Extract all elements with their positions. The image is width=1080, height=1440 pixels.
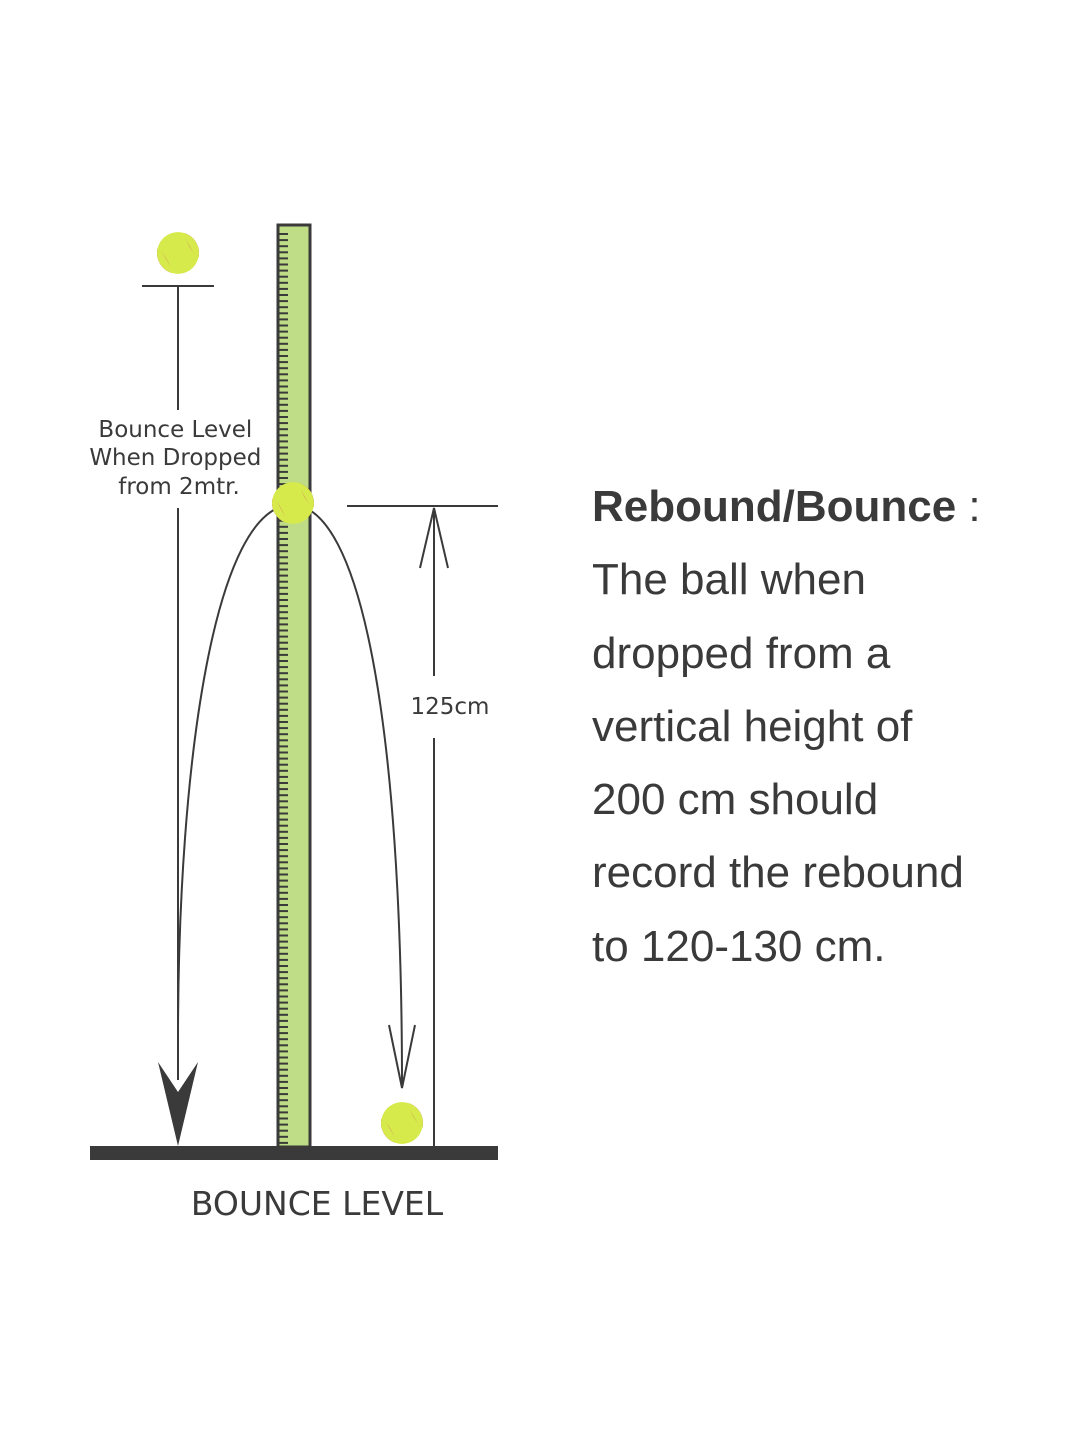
floor-bar xyxy=(90,1146,498,1160)
description-line: record the rebound xyxy=(592,848,964,898)
ruler-ticks xyxy=(279,233,288,1144)
rebound-arrowhead-icon xyxy=(419,507,449,569)
description-line: dropped from a xyxy=(592,628,891,678)
drop-arrowhead-icon xyxy=(158,1062,198,1146)
description-title-line: Rebound/Bounce : xyxy=(592,470,1062,543)
description-title: Rebound/Bounce xyxy=(592,482,957,531)
rebound-label: 125cm xyxy=(411,694,490,720)
ball-start-icon xyxy=(135,216,222,290)
description-line: 200 cm should xyxy=(592,775,879,825)
description-line: The ball when xyxy=(592,555,866,605)
description-line: to 120-130 cm. xyxy=(592,921,886,971)
floor-label: BOUNCE LEVEL xyxy=(191,1184,444,1223)
rebound-description: Rebound/Bounce : The ball when dropped f… xyxy=(592,470,1062,983)
description-line: vertical height of xyxy=(592,701,913,751)
drop-label: Bounce Level When Dropped from 2mtr. xyxy=(89,417,268,500)
trajectory-arrowhead-icon xyxy=(388,1024,416,1089)
title-separator: : xyxy=(956,482,981,531)
